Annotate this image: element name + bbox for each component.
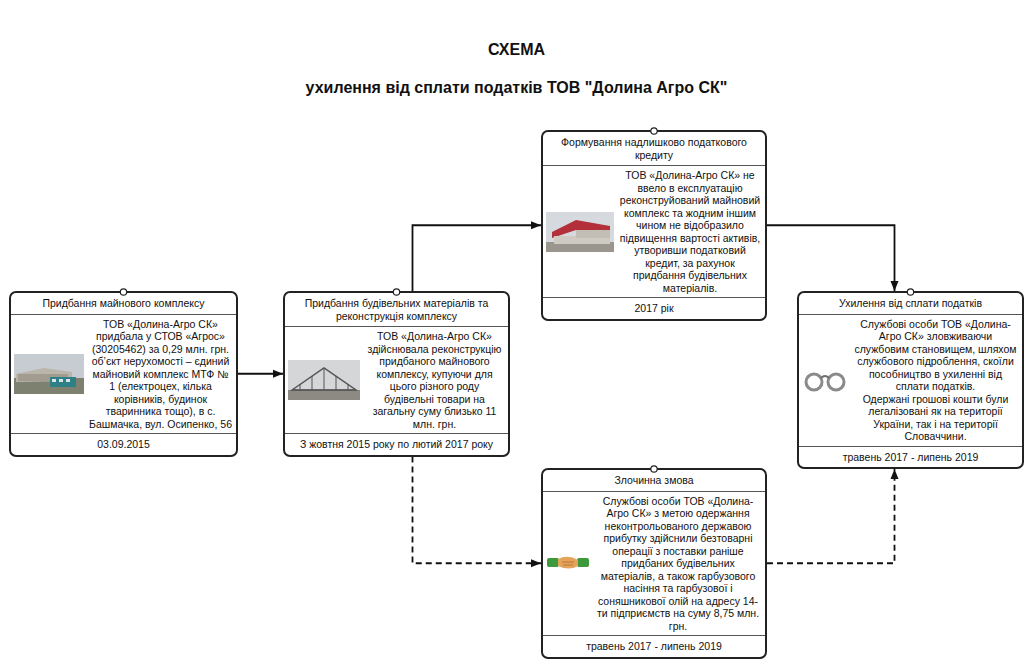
building-photo bbox=[546, 212, 614, 252]
illustration-slot bbox=[801, 365, 849, 395]
flow-arrow bbox=[767, 225, 895, 291]
box-text-column: ТОВ «Долина-Агро СК» придбала у СТОВ «Аг… bbox=[89, 318, 232, 431]
box-body: Службові особи ТОВ «Долина-Агро СК» з ме… bbox=[543, 492, 765, 636]
process-box: Ухилення від сплати податків Службові ос… bbox=[797, 291, 1024, 469]
anchor-dot bbox=[393, 289, 399, 295]
box-date: травень 2017 - липень 2019 bbox=[799, 446, 1022, 468]
illustration-slot bbox=[545, 550, 591, 576]
flow-arrow bbox=[413, 225, 542, 291]
box-text-column: Службові особи ТОВ «Долина-Агро СК» з ме… bbox=[595, 495, 761, 633]
process-box: Придбання майнового комплексу ТОВ «Долин… bbox=[9, 291, 238, 457]
illustration-slot bbox=[545, 212, 615, 252]
process-box: Придбання будівельних матеріалів та реко… bbox=[283, 291, 510, 457]
box-description: ТОВ «Долина-Агро СК» здійснювала реконст… bbox=[365, 330, 504, 430]
anchor-dot bbox=[907, 289, 913, 295]
box-description: ТОВ «Долина-Агро СК» не ввело в експлуат… bbox=[619, 169, 761, 294]
handcuffs-icon bbox=[803, 365, 847, 395]
dashed-arrow bbox=[767, 469, 895, 563]
box-body: ТОВ «Долина-Агро СК» не ввело в експлуат… bbox=[543, 166, 765, 297]
construction-photo bbox=[288, 360, 360, 400]
box-text-column: ТОВ «Долина-Агро СК» не ввело в експлуат… bbox=[619, 169, 761, 294]
box-description: Службові особи ТОВ «Долина-Агро СК» з ме… bbox=[595, 495, 761, 633]
box-date: З жовтня 2015 року по лютий 2017 року bbox=[285, 433, 508, 455]
box-text-column: ТОВ «Долина-Агро СК» здійснювала реконст… bbox=[365, 330, 504, 430]
box-heading: Придбання будівельних матеріалів та реко… bbox=[285, 293, 508, 327]
box-text-column: Службові особи ТОВ «Долина-Агро СК» злов… bbox=[853, 318, 1018, 443]
handshake-icon bbox=[547, 550, 589, 576]
box-body: Службові особи ТОВ «Долина-Агро СК» злов… bbox=[799, 315, 1022, 446]
box-description: Службові особи ТОВ «Долина-Агро СК» злов… bbox=[853, 318, 1018, 393]
box-heading: Придбання майнового комплексу bbox=[11, 293, 236, 315]
anchor-dot bbox=[120, 289, 126, 295]
box-description: ТОВ «Долина-Агро СК» придбала у СТОВ «Аг… bbox=[89, 318, 232, 431]
flow-arrow bbox=[238, 373, 283, 375]
diagram-subtitle: ухилення від сплати податків ТОВ "Долина… bbox=[0, 78, 1033, 97]
box-date: 2017 рік bbox=[543, 297, 765, 319]
illustration-slot bbox=[13, 354, 85, 394]
box-heading: Формування надлишково податкового кредит… bbox=[543, 132, 765, 166]
box-date: травень 2017 - липень 2019 bbox=[543, 635, 765, 657]
process-box: Формування надлишково податкового кредит… bbox=[541, 130, 767, 321]
dashed-arrow bbox=[413, 457, 542, 564]
box-date: 03.09.2015 bbox=[11, 433, 236, 455]
diagram-title: СХЕМА bbox=[0, 40, 1033, 59]
box-heading: Злочинна змова bbox=[543, 470, 765, 492]
illustration-slot bbox=[287, 360, 361, 400]
anchor-dot bbox=[651, 466, 657, 472]
box-heading: Ухилення від сплати податків bbox=[799, 293, 1022, 315]
box-body: ТОВ «Долина-Агро СК» придбала у СТОВ «Аг… bbox=[11, 315, 236, 434]
box-body: ТОВ «Долина-Агро СК» здійснювала реконст… bbox=[285, 327, 508, 433]
process-box: Злочинна змова Службові особи ТОВ «Долин… bbox=[541, 468, 767, 659]
anchor-dot bbox=[651, 128, 657, 134]
box-description: Одержані грошові кошти були легалізовані… bbox=[853, 393, 1018, 443]
farm-photo bbox=[14, 354, 84, 394]
